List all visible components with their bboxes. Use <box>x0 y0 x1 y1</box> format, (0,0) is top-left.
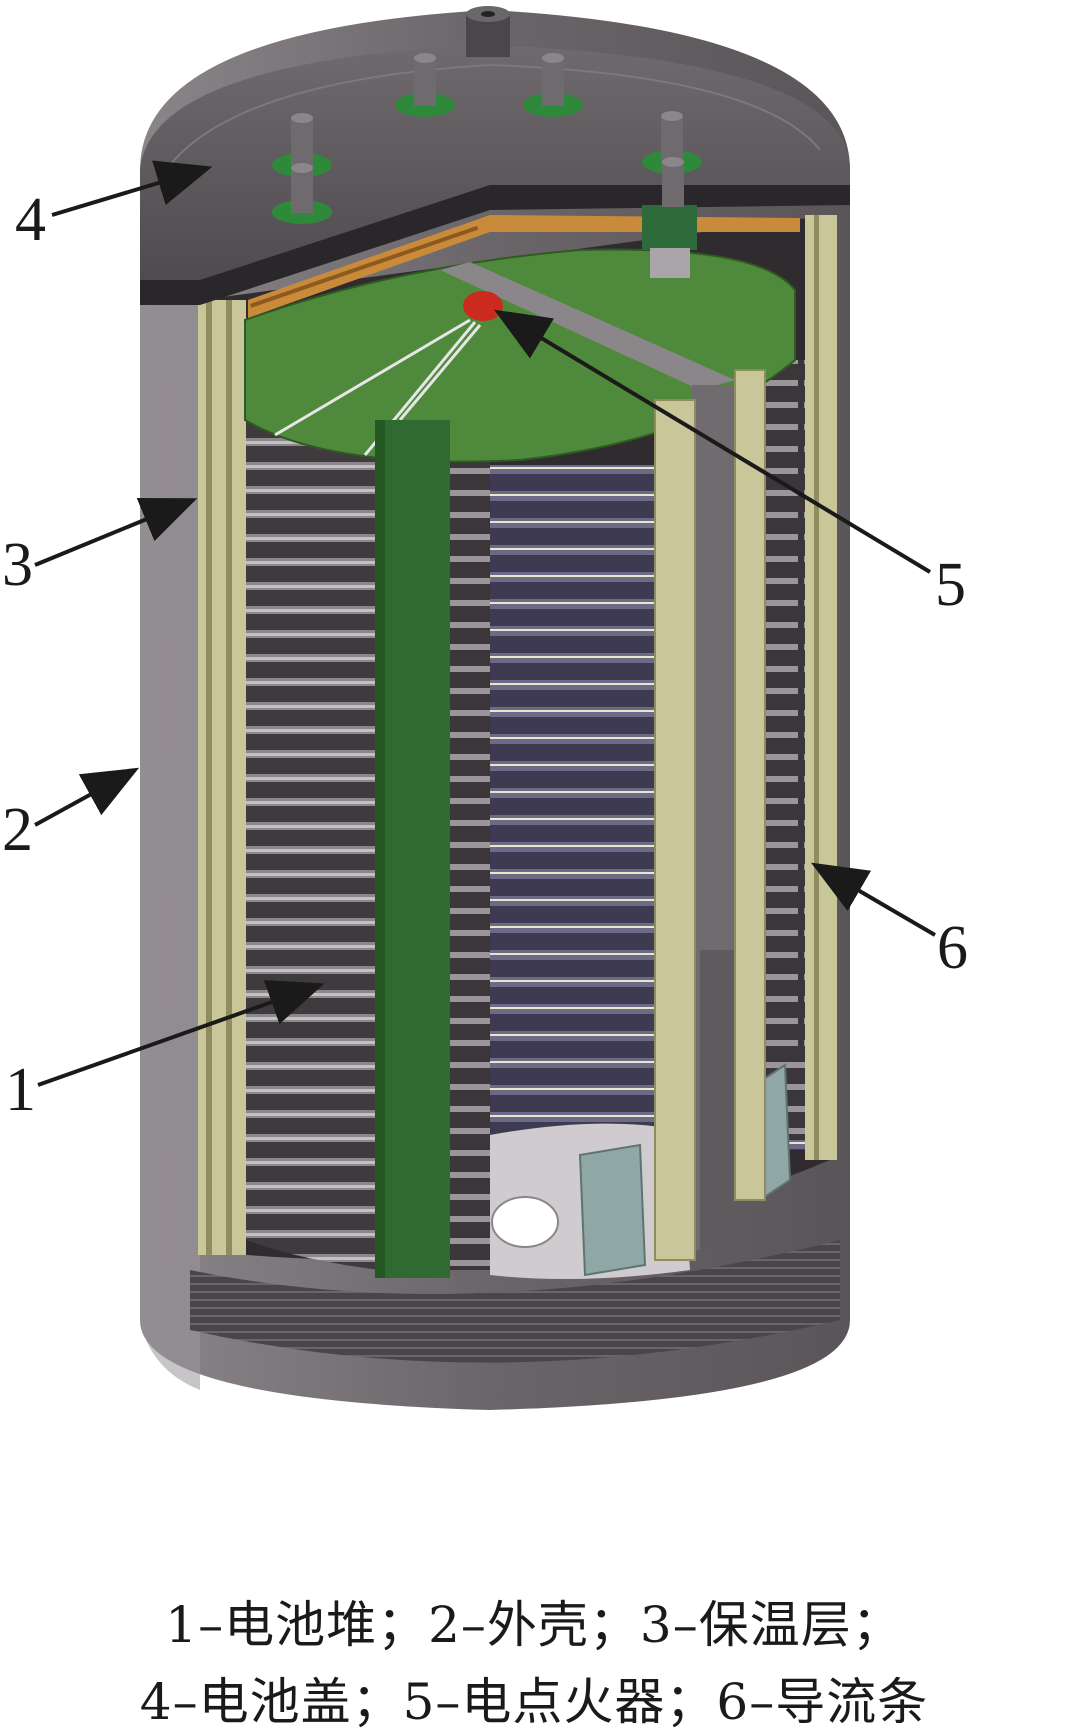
vent-nozzle <box>466 6 510 57</box>
arrow-5 <box>494 309 932 574</box>
arrow-1 <box>37 980 325 1087</box>
arrow-2 <box>34 767 140 827</box>
electric-igniter <box>463 291 503 321</box>
bottom-plate <box>490 1063 792 1279</box>
callout-5: 5 <box>935 551 966 619</box>
callout-3: 3 <box>2 531 33 599</box>
terminal-post <box>642 157 697 278</box>
base-rings <box>190 1240 840 1363</box>
caption-line-1: 1–电池堆；2–外壳；3–保温层； <box>165 1596 903 1654</box>
copper-leads <box>248 215 800 318</box>
caption-line-2: 4–电池盖；5–电点火器；6–导流条 <box>139 1673 929 1731</box>
arrow-4 <box>51 160 213 217</box>
battery-stack <box>246 360 805 1270</box>
leader-arrows <box>34 160 937 1087</box>
callout-2: 2 <box>2 796 33 864</box>
callout-4: 4 <box>15 186 46 254</box>
terminal-post <box>523 53 583 117</box>
flow-guide-strip <box>654 360 804 1261</box>
bus-bar <box>440 262 735 1250</box>
terminal-post <box>395 53 455 117</box>
callout-6: 6 <box>937 914 968 982</box>
green-strip <box>375 420 450 1278</box>
terminal-post <box>272 163 332 224</box>
battery-lid <box>140 45 850 305</box>
arrow-3 <box>34 497 198 567</box>
terminal-posts <box>272 6 702 278</box>
arrow-6 <box>810 862 937 937</box>
callout-1: 1 <box>5 1056 36 1124</box>
insulation-layer <box>198 215 837 1255</box>
